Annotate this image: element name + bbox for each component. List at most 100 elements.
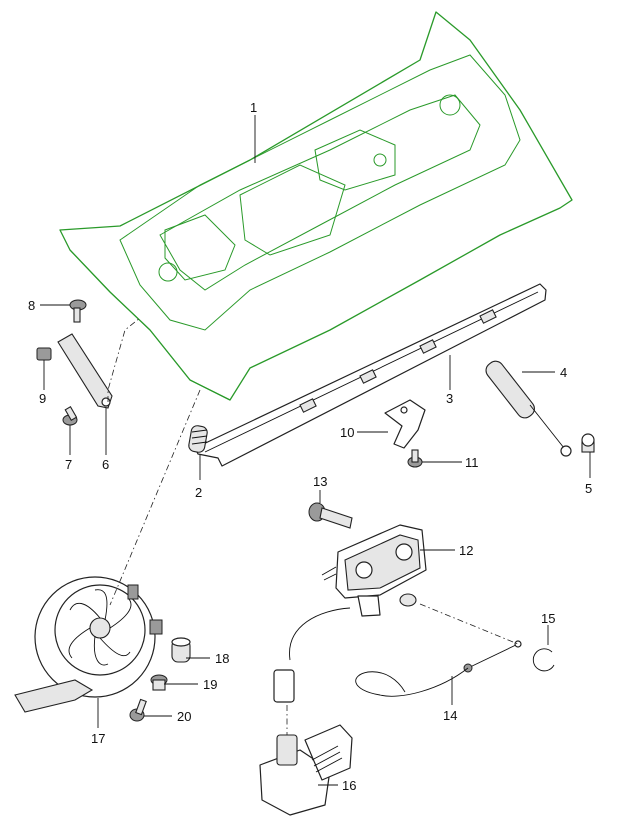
screw-shank (73, 307, 81, 323)
screw-part-7[interactable] (62, 406, 78, 426)
seal-clip (359, 369, 377, 384)
bracket-hole (400, 406, 408, 414)
rear-lid-cutout-left (164, 214, 236, 281)
hinge-arm (57, 333, 113, 409)
fan-mount (149, 619, 163, 635)
callout-6: 6 (102, 457, 109, 472)
rear-lid-outline (59, 11, 573, 401)
fan-mount (127, 584, 139, 600)
callout-1: 1 (250, 100, 257, 115)
gas-strut-cylinder (485, 360, 535, 419)
rear-lid-inner-panel (159, 94, 481, 291)
rear-lid-part-1[interactable] (59, 11, 573, 401)
gas-strut-part-4[interactable] (483, 358, 572, 457)
switch-spring (311, 745, 343, 773)
lock-part-12[interactable] (321, 524, 427, 617)
cable-loop (355, 667, 469, 697)
callout-17: 17 (91, 731, 105, 746)
lock-hole (355, 561, 373, 579)
rear-lid-mount-right (439, 94, 461, 116)
seal-clip (299, 398, 317, 413)
callout-5: 5 (585, 481, 592, 496)
assembly-line-fan (109, 389, 201, 606)
switch-housing (259, 749, 331, 816)
spacer-body (152, 679, 166, 691)
rear-lid-cutout-right (314, 129, 396, 191)
lock-front-plate (344, 534, 421, 591)
cable-part-14[interactable] (355, 640, 522, 697)
seal-clip (419, 339, 437, 354)
callout-11: 11 (465, 455, 479, 470)
screw-shank (411, 449, 419, 463)
callout-15: 15 (541, 611, 555, 626)
circlip-ring (532, 648, 555, 672)
gas-strut-end (560, 445, 572, 457)
fan-part-17[interactable] (14, 576, 163, 713)
callout-2: 2 (195, 485, 202, 500)
screw-part-20[interactable] (129, 698, 147, 722)
bracket-body (384, 399, 426, 449)
callout-7: 7 (65, 457, 72, 472)
callout-4: 4 (560, 365, 567, 380)
callout-labels: 1 2 3 4 5 6 7 8 9 10 11 12 13 14 15 16 1… (28, 100, 592, 793)
screw-shank (135, 698, 147, 716)
seal-strip-part-3[interactable] (194, 283, 547, 467)
clip-body (36, 347, 52, 361)
buffer-part-2[interactable] (188, 425, 208, 453)
switch-cable (289, 607, 351, 661)
cable-wire (467, 643, 519, 669)
hinge-part-6[interactable] (57, 333, 113, 409)
callout-12: 12 (459, 543, 473, 558)
lock-latch (357, 595, 381, 617)
rear-lid-mount-left (158, 262, 178, 282)
bolt-thread (319, 507, 353, 529)
switch-connector (273, 669, 295, 703)
lock-pin (399, 593, 417, 607)
grommet-top (171, 637, 191, 647)
switch-frame (304, 724, 353, 781)
callout-13: 13 (313, 474, 327, 489)
leader-lines (40, 115, 591, 786)
buffer-ribs (191, 429, 208, 445)
switch-plug (276, 734, 298, 766)
callout-10: 10 (340, 425, 354, 440)
clip-part-9[interactable] (36, 347, 52, 361)
lock-spring (321, 566, 337, 581)
buffer-body (188, 425, 208, 453)
cable-end (514, 640, 522, 648)
hinge-pivot (101, 397, 111, 407)
rear-lid-lower-edge (69, 249, 231, 401)
assembly-line-hinge (107, 317, 141, 402)
callout-16: 16 (342, 778, 356, 793)
screw-part-8[interactable] (69, 299, 87, 323)
callout-9: 9 (39, 391, 46, 406)
fan-blades (68, 589, 132, 666)
switch-part-16[interactable] (259, 607, 353, 816)
rear-lid-cutout-center (239, 164, 346, 256)
callout-14: 14 (443, 708, 457, 723)
screw-part-11[interactable] (407, 449, 423, 468)
grommet-part-18[interactable] (171, 637, 191, 663)
spacer-part-19[interactable] (150, 674, 168, 691)
circlip-part-15[interactable] (532, 648, 555, 672)
bracket-part-10[interactable] (384, 399, 426, 449)
lock-hole (395, 543, 413, 561)
seal-clip (479, 309, 497, 324)
callout-20: 20 (177, 709, 191, 724)
bolt-part-13[interactable] (308, 502, 353, 529)
fan-hub (89, 617, 111, 639)
ball-stud-part-5[interactable] (581, 433, 595, 453)
rear-lid-hole (373, 153, 387, 167)
assembly-line-lock (419, 603, 519, 645)
callout-19: 19 (203, 677, 217, 692)
callout-18: 18 (215, 651, 229, 666)
rear-lid-inner-frame (119, 54, 521, 331)
callout-8: 8 (28, 298, 35, 313)
callout-3: 3 (446, 391, 453, 406)
assembly-lines (107, 317, 519, 735)
screw-shank (64, 406, 78, 421)
fan-bracket (14, 679, 94, 713)
gas-strut-rod (529, 404, 565, 449)
ball-stud-ball (581, 433, 595, 447)
